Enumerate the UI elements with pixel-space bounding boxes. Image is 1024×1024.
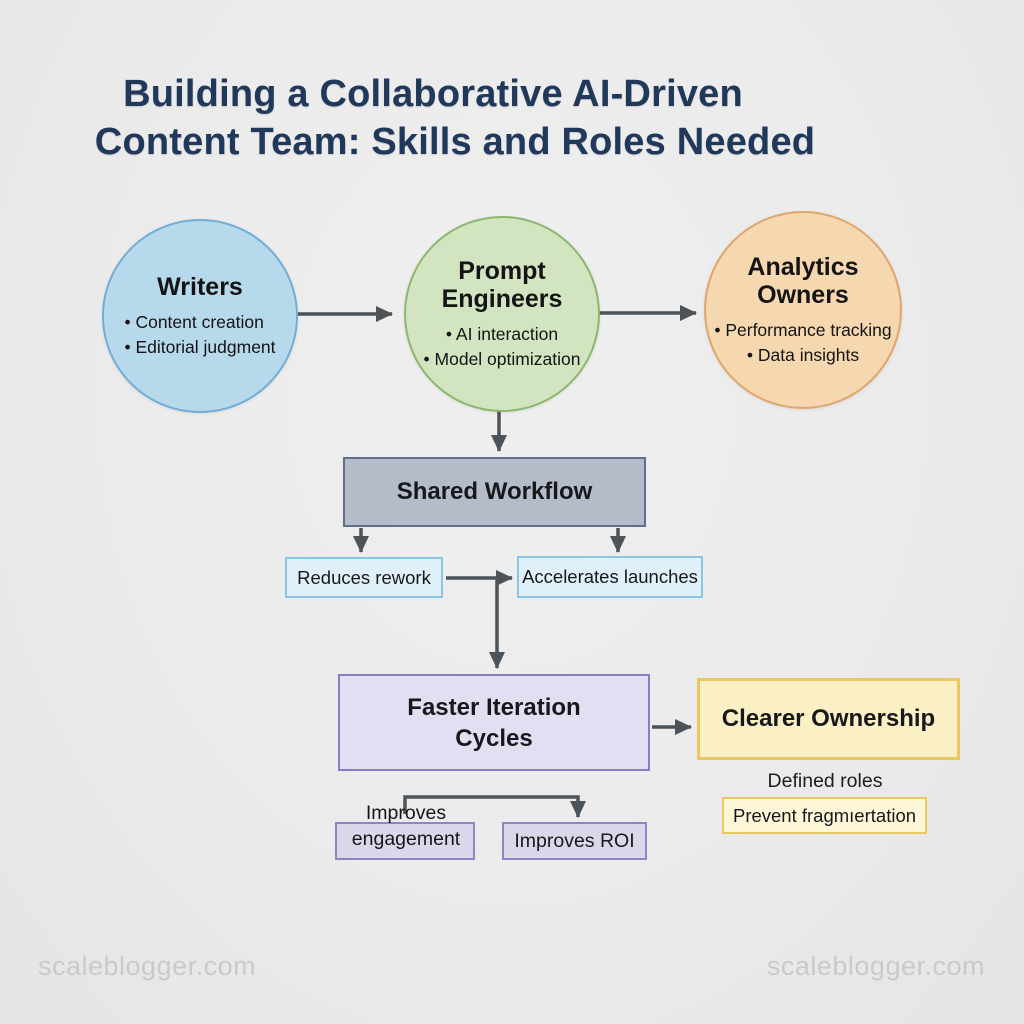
writers-circle: Writers • Content creation • Editorial j… [102, 219, 298, 413]
analytics-bullet-data-insights: • Data insights [746, 344, 860, 365]
writers-bullet-list: • Content creation • Editorial judgment [124, 310, 275, 360]
page-title-line2: Content Team: Skills and Roles Needed [94, 121, 816, 163]
analytics-owners-circle: Analytics Owners • Performance tracking … [704, 211, 902, 409]
reduces-rework-box: Reduces rework [285, 557, 443, 598]
prompt-engineers-bullet-list: • AI interaction • Model optimization [424, 322, 581, 372]
prompt-engineers-circle: Prompt Engineers • AI interaction • Mode… [404, 216, 600, 412]
prompt-bullet-ai-interaction: • AI interaction [445, 323, 559, 344]
watermark-left: scaleblogger.com [38, 951, 257, 981]
faster-iteration-cycles-box: Faster Iteration Cycles [338, 674, 650, 771]
defined-roles-label: Defined roles [767, 770, 883, 792]
page-title: Building a Collaborative AI-Driven Conte… [35, 70, 875, 166]
accelerates-launches-box: Accelerates launches [517, 556, 703, 598]
improves-roi-box: Improves ROI [502, 822, 647, 860]
clearer-ownership-box: Clearer Ownership [697, 678, 960, 760]
prevent-fragmentation-box: Prevent fragmıertation [722, 797, 927, 834]
prompt-engineers-circle-title: Prompt Engineers [441, 256, 563, 313]
writers-bullet-editorial-judgment: • Editorial judgment [124, 336, 276, 357]
writers-bullet-content-creation: • Content creation [124, 311, 264, 332]
shared-workflow-box: Shared Workflow [343, 457, 646, 527]
improves-engagement-label: Improves engagement [351, 802, 461, 850]
page-title-line1: Building a Collaborative AI-Driven [123, 73, 743, 115]
watermark-right: scaleblogger.com [766, 951, 985, 981]
improves-engagement-box [335, 822, 475, 860]
faster-iteration-cycles-label: Faster Iteration Cycles [407, 693, 581, 752]
analytics-bullet-performance-tracking: • Performance tracking [714, 319, 892, 340]
writers-circle-title: Writers [157, 272, 243, 301]
arrow-bracket-to-improves-boxes [403, 795, 586, 818]
analytics-owners-circle-title: Analytics Owners [747, 252, 859, 309]
prompt-bullet-model-optimization: • Model optimization [423, 348, 581, 369]
analytics-owners-bullet-list: • Performance tracking • Data insights [714, 318, 891, 368]
